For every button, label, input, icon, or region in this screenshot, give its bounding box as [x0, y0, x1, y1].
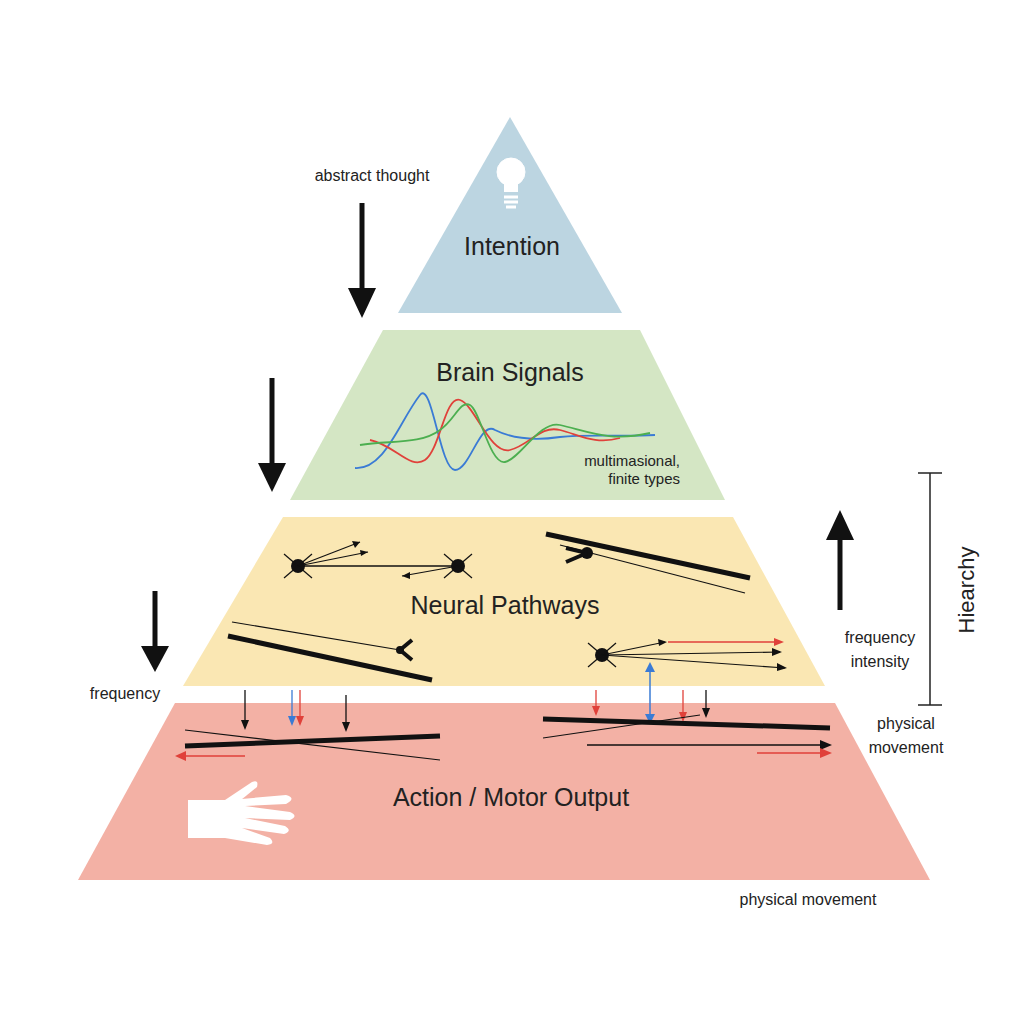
band-fill: [290, 330, 725, 500]
band-shape: [398, 117, 622, 313]
band-title: Neural Pathways: [355, 590, 655, 620]
motor-drawings: [175, 662, 832, 761]
band-note: multimasional, finite types: [550, 452, 680, 488]
band-title: Brain Signals: [380, 357, 640, 387]
band-fill: [78, 703, 930, 880]
pyramid-band: Neural Pathways: [183, 517, 825, 686]
band-title: Intention: [412, 231, 612, 261]
band-fill: [398, 117, 622, 313]
bulb-icon: [497, 158, 525, 207]
annotation-label: physical movement: [851, 712, 961, 760]
annotation-label: frequency intensity: [835, 626, 925, 674]
neuron-drawings: [228, 534, 787, 680]
hand-icon: [188, 781, 295, 845]
annotation-label: frequency: [65, 682, 185, 706]
pyramid-band: Brain Signals multimasional, finite types: [290, 330, 725, 500]
axis-label: Hiearchy: [955, 525, 979, 655]
annotation-label: abstract thought: [292, 164, 452, 188]
flow-arrows: [141, 203, 854, 672]
band-title: Action / Motor Output: [311, 782, 711, 812]
pyramid-band: Action / Motor Output: [78, 703, 930, 880]
hierarchy-bracket: [918, 473, 942, 705]
signal-waves: [355, 393, 655, 470]
annotation-label: physical movement: [708, 888, 908, 912]
band-fill: [183, 517, 825, 686]
pyramid-band: Intention: [398, 117, 622, 313]
